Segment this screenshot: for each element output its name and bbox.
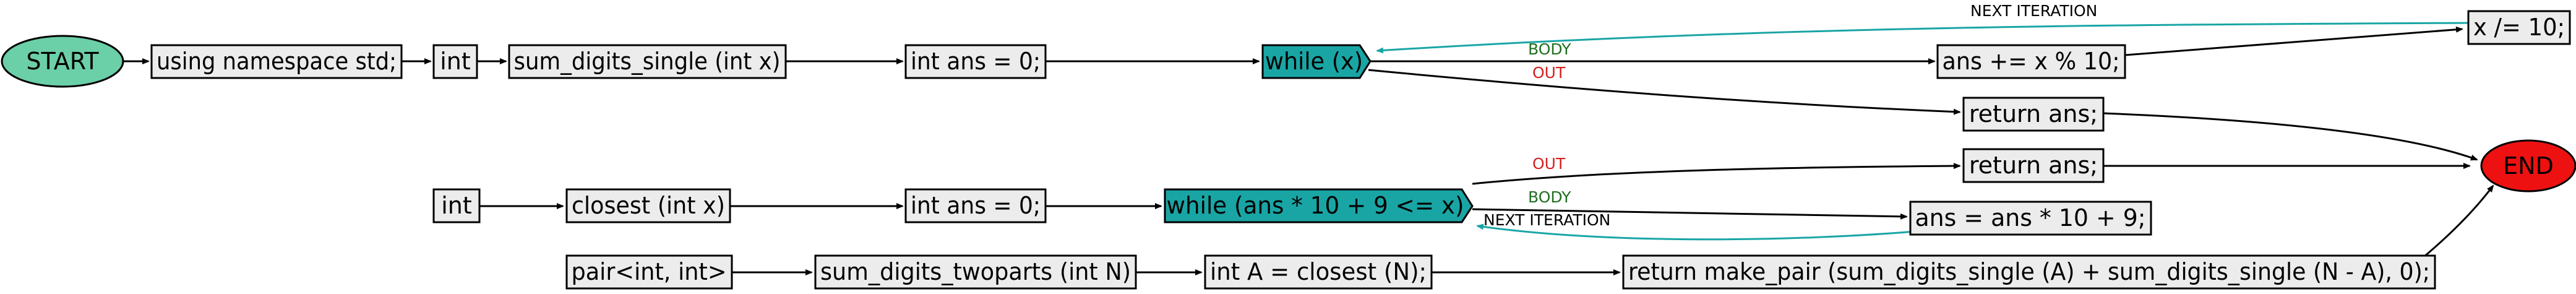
f1-step-label: x /= 10; — [2473, 14, 2565, 41]
f1-return-node[interactable]: return ans; — [1962, 97, 2105, 132]
f3-ret-type-label: pair<int, int> — [572, 258, 727, 285]
start-node[interactable]: START — [1, 35, 124, 88]
edge-body-to-step — [2124, 26, 2463, 56]
edge-label-f2-out: OUT — [1532, 155, 1566, 173]
f1-loop-label: while (x) — [1265, 48, 1363, 75]
edge-loop2-to-return2-out — [1472, 163, 1961, 185]
f1-step-node[interactable]: x /= 10; — [2467, 10, 2571, 45]
f2-init-node[interactable]: int ans = 0; — [904, 188, 1047, 223]
f3-return-node[interactable]: return make_pair (sum_digits_single (A) … — [1622, 254, 2436, 290]
edge-label-f1-out: OUT — [1532, 64, 1566, 82]
edge-label-f1-body: BODY — [1528, 40, 1571, 58]
f2-loop-label: while (ans * 10 + 9 <= x) — [1167, 192, 1464, 219]
edge-labels: BODY OUT NEXT ITERATION OUT BODY NEXT IT… — [1483, 2, 2097, 229]
end-node[interactable]: END — [2480, 139, 2576, 192]
f1-init-label: int ans = 0; — [911, 48, 1041, 75]
f1-namespace-node[interactable]: using namespace std; — [150, 44, 403, 79]
f1-loop-node[interactable]: while (x) — [1261, 44, 1372, 79]
edge-label-f2-next: NEXT ITERATION — [1483, 211, 1610, 229]
f2-ret-type-node[interactable]: int — [432, 188, 481, 223]
edge-return3-to-end — [2419, 184, 2494, 261]
f2-ret-type-label: int — [441, 192, 472, 219]
edges — [124, 22, 2494, 275]
f1-body-label: ans += x % 10; — [1943, 48, 2120, 75]
f2-return-label: return ans; — [1969, 152, 2098, 179]
f1-return-label: return ans; — [1969, 100, 2098, 128]
end-label: END — [2503, 152, 2554, 179]
edge-loop2-to-body2 — [1472, 208, 1908, 220]
f3-ret-type-node[interactable]: pair<int, int> — [565, 254, 733, 290]
f1-signature-label: sum_digits_single (int x) — [514, 48, 781, 75]
f1-namespace-label: using namespace std; — [157, 48, 397, 75]
f2-signature-label: closest (int x) — [572, 192, 725, 219]
f2-init-label: int ans = 0; — [911, 192, 1041, 219]
edge-return1-to-end — [2103, 112, 2478, 161]
f2-signature-node[interactable]: closest (int x) — [565, 188, 731, 223]
edge-label-f2-body: BODY — [1528, 188, 1571, 206]
f3-signature-node[interactable]: sum_digits_twoparts (int N) — [814, 254, 1137, 290]
f3-init-label: int A = closest (N); — [1210, 258, 1427, 285]
f2-return-node[interactable]: return ans; — [1962, 148, 2105, 183]
f1-signature-node[interactable]: sum_digits_single (int x) — [508, 44, 787, 79]
edge-body2-to-loop2-next — [1476, 223, 1915, 241]
f1-ret-type-node[interactable]: int — [432, 44, 478, 79]
edge-loop-to-return-out — [1368, 69, 1961, 115]
edge-step-to-loop-next — [1376, 22, 2469, 54]
edge-label-f1-next: NEXT ITERATION — [1970, 2, 2097, 20]
f3-init-node[interactable]: int A = closest (N); — [1204, 254, 1433, 290]
f3-return-label: return make_pair (sum_digits_single (A) … — [1628, 258, 2430, 285]
f2-loop-node[interactable]: while (ans * 10 + 9 <= x) — [1164, 188, 1474, 223]
nodes: START using namespace std; int sum_digit… — [1, 10, 2576, 290]
f2-body-label: ans = ans * 10 + 9; — [1915, 204, 2146, 231]
f1-body-node[interactable]: ans += x % 10; — [1936, 44, 2126, 79]
start-label: START — [26, 48, 99, 75]
f1-init-node[interactable]: int ans = 0; — [904, 44, 1047, 79]
f1-ret-type-label: int — [440, 48, 471, 75]
f2-body-node[interactable]: ans = ans * 10 + 9; — [1909, 201, 2152, 236]
f3-signature-label: sum_digits_twoparts (int N) — [820, 258, 1131, 285]
